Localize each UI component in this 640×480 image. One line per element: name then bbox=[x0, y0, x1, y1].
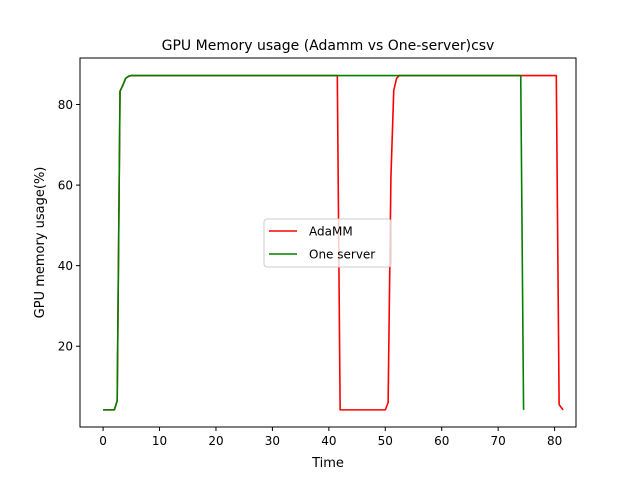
series-line-1 bbox=[103, 74, 525, 411]
legend-entries: AdaMM One server bbox=[269, 225, 375, 262]
y-tick-label: 20 bbox=[58, 340, 73, 354]
x-tick-label: 80 bbox=[547, 434, 562, 448]
plot-area: 0 10 20 30 40 50 60 70 80 20 40 60 80 bbox=[58, 57, 577, 448]
x-tick-label: 50 bbox=[378, 434, 393, 448]
legend-label-0: AdaMM bbox=[309, 225, 353, 239]
x-tick-label: 30 bbox=[265, 434, 280, 448]
y-tick-label: 80 bbox=[58, 98, 73, 112]
y-tick-label: 40 bbox=[58, 259, 73, 273]
x-tick-label: 60 bbox=[434, 434, 449, 448]
legend-label-1: One server bbox=[309, 248, 375, 262]
y-axis-label: GPU memory usage(%) bbox=[33, 167, 48, 319]
plot-frame bbox=[79, 57, 577, 428]
chart-title: GPU Memory usage (Adamm vs One-server)cs… bbox=[162, 38, 495, 54]
legend: AdaMM One server bbox=[263, 218, 392, 268]
x-axis: 0 10 20 30 40 50 60 70 80 bbox=[99, 427, 562, 448]
x-tick-label: 40 bbox=[321, 434, 336, 448]
y-axis: 20 40 60 80 bbox=[58, 98, 80, 354]
x-axis-label: Time bbox=[311, 456, 344, 471]
x-tick-label: 0 bbox=[99, 434, 107, 448]
x-tick-label: 10 bbox=[152, 434, 167, 448]
x-tick-label: 70 bbox=[491, 434, 506, 448]
x-tick-label: 20 bbox=[208, 434, 223, 448]
y-tick-label: 60 bbox=[58, 179, 73, 193]
